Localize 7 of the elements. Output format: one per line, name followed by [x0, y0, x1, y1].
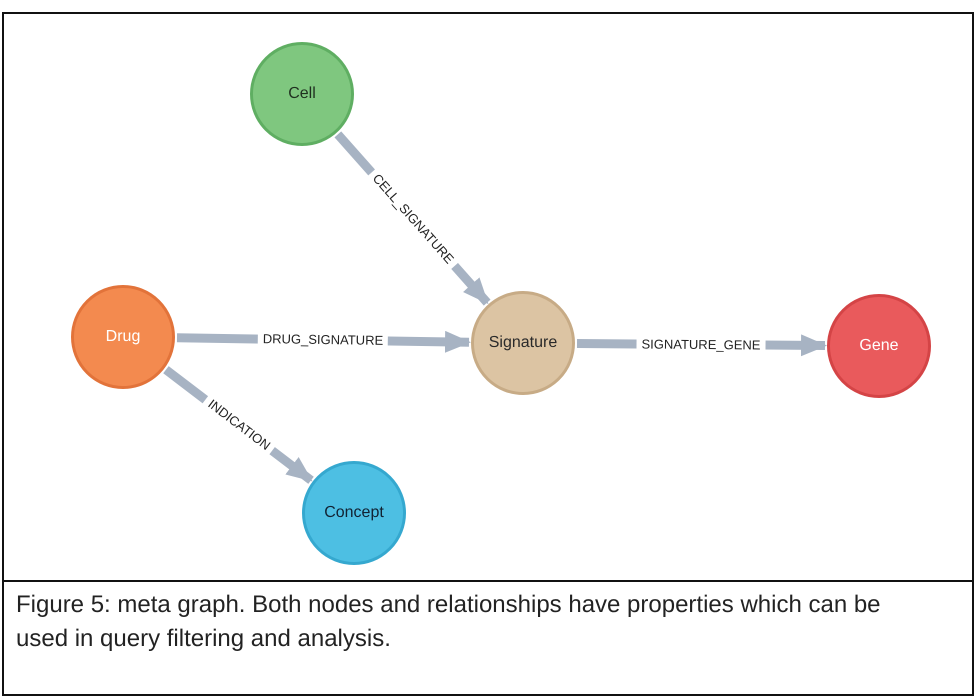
edge-label: DRUG_SIGNATURE: [258, 331, 388, 349]
node-label: Cell: [288, 85, 316, 103]
node-label: Gene: [859, 337, 899, 355]
figure-caption: Figure 5: meta graph. Both nodes and relationships have properties which can be used in query filtering and analysis.: [16, 590, 882, 654]
node-label: Concept: [324, 504, 384, 522]
node-label: Drug: [106, 328, 140, 346]
node-label: Signature: [488, 334, 558, 352]
